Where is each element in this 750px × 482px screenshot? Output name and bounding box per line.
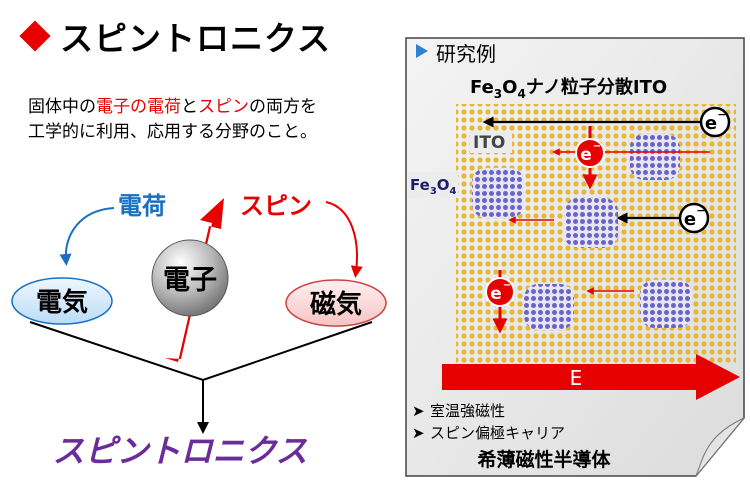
electricity-label: 電気 <box>36 287 88 318</box>
desc-text: の両方を <box>249 97 317 117</box>
ito-label-bg <box>470 131 512 153</box>
electron-symbol-icon: e − <box>699 106 731 138</box>
convergence-lines <box>29 321 373 382</box>
electron-e-text: e <box>490 284 502 304</box>
panel-footer: 希薄磁性半導体 <box>477 448 611 471</box>
diamond-bullet-icon <box>19 20 51 52</box>
fe3o4-part: Fe <box>410 176 430 194</box>
fe3o4-nanoparticles <box>472 134 692 330</box>
result-label: スピントロニクス <box>52 432 307 470</box>
fe3o4-label-bg <box>408 172 458 198</box>
heading-arrow-icon <box>416 44 428 58</box>
electron-e-text: e <box>580 145 592 165</box>
fe3o4-label: Fe3O4 <box>410 176 457 197</box>
subtitle-part: ナノ粒子分散ITO <box>526 76 667 98</box>
page-title-text: スピントロニクス <box>60 19 332 58</box>
magnetism-ellipse <box>285 279 387 327</box>
desc-text: と <box>181 97 198 117</box>
electron-minus-text: − <box>503 280 511 291</box>
fe3o4-subscript: 3 <box>430 186 437 197</box>
fe3o4-subscript: 4 <box>450 186 457 197</box>
fe3o4-part: O <box>437 176 450 194</box>
description-line-1: 固体中の電子の電荷とスピンの両方を <box>28 92 317 117</box>
spin-label: スピン <box>240 192 312 220</box>
spintronics-concept-diagram: 電子 電荷 スピン 電気 磁気 スピントロニクス <box>11 192 387 470</box>
electron-minus-text: − <box>696 204 705 217</box>
bullet-item-spin-polarized-carriers: スピン偏極キャリア <box>430 424 565 442</box>
page-curl-icon <box>695 417 745 477</box>
bullet-arrow-icon: ➤ <box>412 402 425 420</box>
electricity-ellipse <box>11 277 113 325</box>
spin-electron-icon: e − <box>485 277 515 307</box>
spin-electron-icon: e − <box>575 138 605 168</box>
electric-field-label: E <box>570 366 583 390</box>
bullet-item-room-temp-ferromagnetism: 室温強磁性 <box>430 402 505 420</box>
page-title: スピントロニクス <box>18 14 331 58</box>
spin-curve-arrow-icon <box>325 201 363 278</box>
research-example-panel: 研究例 Fe3O4ナノ粒子分散ITO ITO Fe3O4 e − e − <box>405 37 745 477</box>
subtitle-part: Fe <box>470 77 494 98</box>
panel-subtitle: Fe3O4ナノ粒子分散ITO <box>470 76 667 101</box>
description-line-2: 工学的に利用、応用する分野のこと。 <box>28 122 317 142</box>
electric-field-arrow-icon <box>442 354 740 400</box>
subtitle-subscript: 4 <box>517 87 525 101</box>
ito-label: ITO <box>473 133 505 153</box>
panel-heading: 研究例 <box>436 42 496 66</box>
electron-e-text: e <box>705 113 717 134</box>
electron-e-text: e <box>684 209 696 230</box>
charge-arrow-icon <box>59 207 115 266</box>
spin-arrow-icon <box>165 198 224 362</box>
subtitle-subscript: 3 <box>494 87 502 101</box>
desc-highlight-spin: スピン <box>198 97 249 117</box>
desc-text: 固体中の <box>28 97 96 117</box>
electron-label: 電子 <box>163 265 217 296</box>
electron-minus-text: − <box>593 141 601 152</box>
electron-symbol-icon: e − <box>678 202 710 234</box>
electron-sphere <box>151 239 229 317</box>
charge-label: 電荷 <box>118 192 166 220</box>
magnetism-label: 磁気 <box>310 289 362 320</box>
desc-highlight-charge: 電子の電荷 <box>96 97 181 117</box>
subtitle-part: O <box>502 77 517 98</box>
electron-minus-text: − <box>717 108 726 121</box>
bullet-arrow-icon: ➤ <box>412 424 425 442</box>
